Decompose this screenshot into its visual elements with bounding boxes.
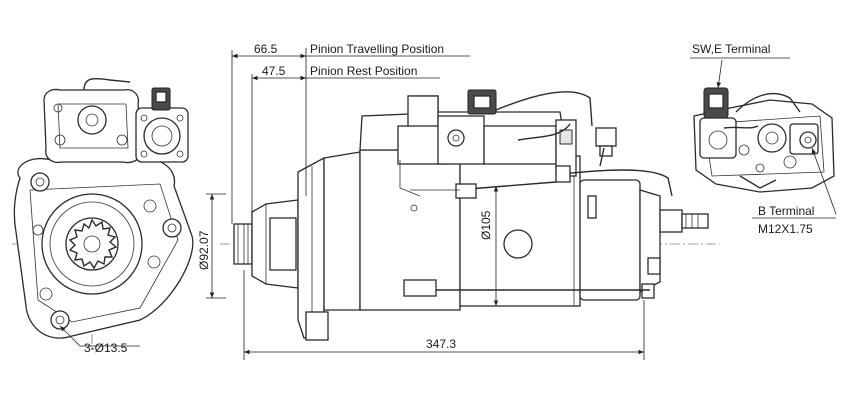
pinion-gear-icon: [68, 218, 118, 270]
pinion-travel-dimension: 66.5: [254, 42, 278, 56]
body-diameter-dimension: Ø105: [479, 210, 493, 240]
pinion-rest-dimension: 47.5: [262, 64, 286, 78]
mounting-hole: [30, 172, 50, 192]
front-end-view: 3-Ø13.5: [12, 77, 194, 355]
b-terminal-thread-label: M12X1.75: [758, 222, 813, 236]
b-terminal-label: B Terminal: [758, 204, 814, 218]
overall-length-dimension: 347.3: [426, 337, 456, 351]
side-view: 66.5 Pinion Travelling Position 47.5 Pin…: [197, 42, 720, 360]
connector-block: [135, 87, 189, 163]
rear-terminal-view: SW,E Terminal B Terminal M12X1.75: [690, 42, 837, 236]
mounting-hole: [162, 218, 182, 238]
pinion-rest-label: Pinion Rest Position: [310, 64, 417, 78]
pinion-travel-label: Pinion Travelling Position: [310, 42, 444, 56]
swe-terminal-label: SW,E Terminal: [692, 42, 770, 56]
holes-dimension: 3-Ø13.5: [84, 341, 128, 355]
bore-diameter-dimension: Ø92.07: [197, 230, 211, 270]
